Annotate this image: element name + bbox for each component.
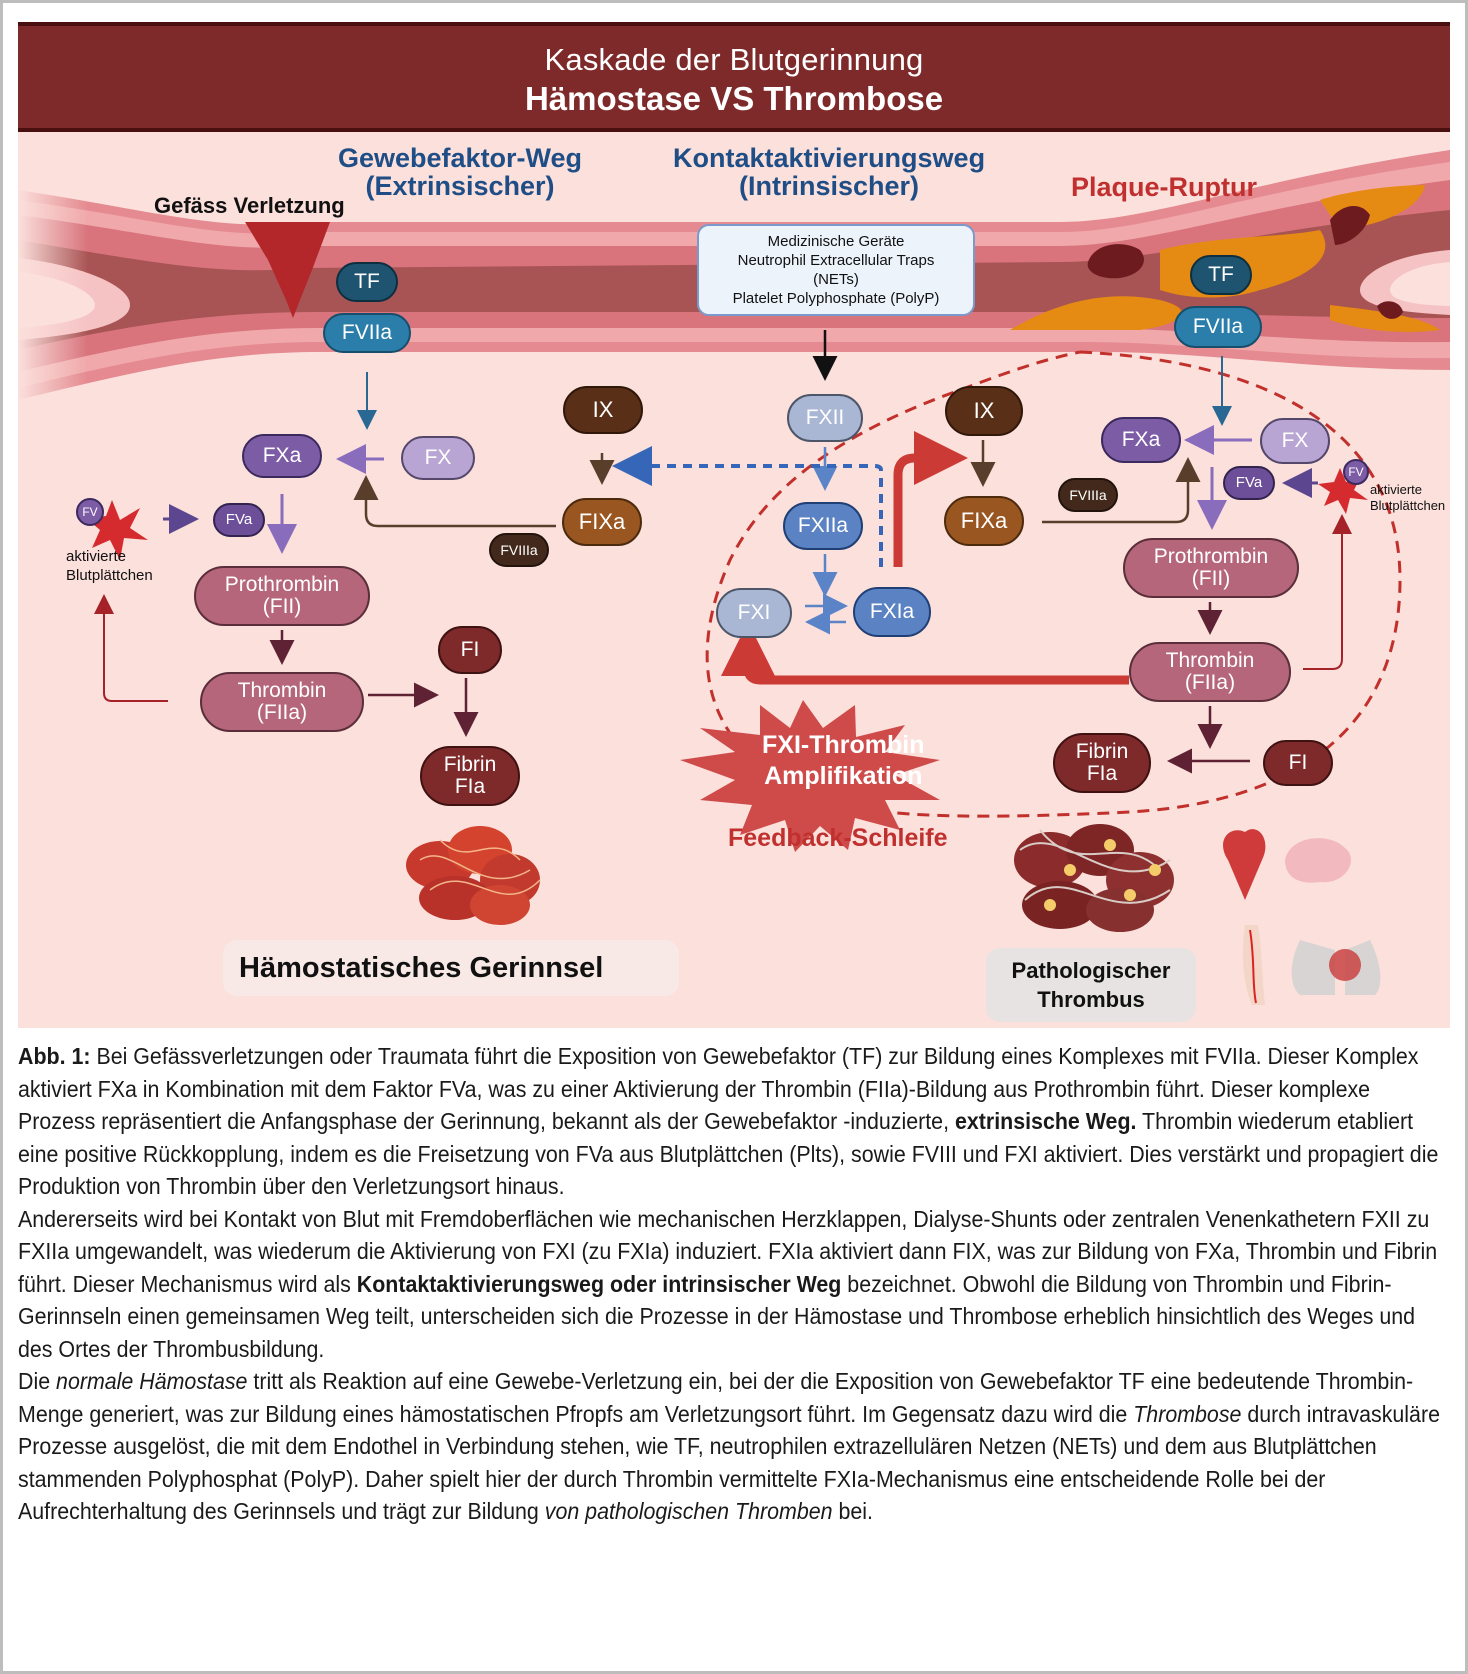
node-thrombin-right: Thrombin (FIIa) <box>1129 642 1291 702</box>
prothrombin-right-code: (FII) <box>1191 567 1231 590</box>
caption-p2-text-b: bezeichnet. Obwohl die Bildung von Throm… <box>18 1270 1416 1362</box>
intrinsic-pathway-heading: Kontaktaktivierungsweg (Intrinsischer) <box>673 144 985 201</box>
node-fibrin-left: Fibrin FIa <box>420 746 520 806</box>
figure-title: Kaskade der Blutgerinnung <box>544 42 924 77</box>
fibrin-right-code: FIa <box>1086 762 1118 785</box>
prothrombin-left-name: Prothrombin <box>224 572 340 596</box>
title-bar: Kaskade der Blutgerinnung Hämostase VS T… <box>18 22 1450 132</box>
node-tf-right: TF <box>1190 255 1252 295</box>
organ-illustrations <box>1223 829 1381 1005</box>
intrinsic-subtitle: (Intrinsischer) <box>739 171 920 202</box>
stimulus-polyp: Platelet Polyphosphate (PolyP) <box>732 290 940 307</box>
caption-p1-bold: extrinsische Weg. <box>954 1108 1137 1134</box>
stimulus-nets: Neutrophil Extracellular Traps <box>737 252 935 269</box>
amplification-starburst <box>680 700 940 852</box>
platelet-label-right: aktivierte Blutplättchen <box>1370 482 1445 514</box>
fibrin-left-code: FIa <box>454 775 486 798</box>
node-ix-left: IX <box>563 386 643 434</box>
caption-p1-text-b: Thrombin wiederum etabliert eine positiv… <box>18 1108 1439 1199</box>
thrombin-left-code: (FIIa) <box>256 701 308 724</box>
node-fv-right: FV <box>1343 459 1369 485</box>
node-prothrombin-right: Prothrombin (FII) <box>1123 538 1299 598</box>
fibrin-left-name: Fibrin <box>443 752 497 776</box>
platelet-label-left-line2: Blutplättchen <box>66 567 153 584</box>
caption-label: Abb. 1: <box>18 1043 91 1069</box>
hemostatic-clot-icon <box>406 826 541 925</box>
amplification-label-line2: Amplifikation <box>764 762 923 790</box>
node-fxa-right: FXa <box>1101 417 1181 463</box>
caption-paragraph-2: Andererseits wird bei Kontakt von Blut m… <box>18 1203 1450 1366</box>
heart-icon <box>1223 829 1266 900</box>
node-fxia: FXIa <box>853 587 931 637</box>
lungs-icon <box>1291 940 1381 995</box>
contact-activators-box: Medizinische Geräte Neutrophil Extracell… <box>697 224 975 316</box>
node-fv-left: FV <box>76 498 104 526</box>
plaque-rupture-label: Plaque-Ruptur <box>1071 172 1257 202</box>
node-fibrin-right: Fibrin FIa <box>1053 733 1151 793</box>
caption-p3-italic-c: von pathologischen Thromben <box>544 1498 833 1524</box>
thrombin-right-code: (FIIa) <box>1184 671 1236 694</box>
stimulus-medical-devices: Medizinische Geräte <box>767 233 905 250</box>
feedback-loop-label: Feedback-Schleife <box>728 824 948 852</box>
thrombin-left-name: Thrombin <box>237 678 327 702</box>
caption-p2-text-a: Andererseits wird bei Kontakt von Blut m… <box>18 1205 1438 1297</box>
fibrin-right-name: Fibrin <box>1075 739 1129 763</box>
caption-p3-text-c: durch intravaskuläre Prozesse ausgelöst,… <box>18 1400 1440 1525</box>
pathological-thrombus-label-line1: Pathologischer <box>1011 958 1171 983</box>
amplification-label: FXI-Thrombin Amplifikation <box>762 730 924 792</box>
pathological-thrombus-label: Pathologischer Thrombus <box>986 948 1196 1022</box>
node-fx-left: FX <box>401 436 475 480</box>
caption-p3-italic-b: Thrombose <box>1133 1400 1242 1427</box>
node-fva-left: FVa <box>213 503 265 537</box>
node-ix-intrinsic: IX <box>945 386 1023 436</box>
caption-p3-text-a: Die <box>18 1368 57 1394</box>
vessel-injury-icon <box>245 222 330 318</box>
thrombin-right-name: Thrombin <box>1165 648 1255 672</box>
node-prothrombin-left: Prothrombin (FII) <box>194 566 370 626</box>
platelet-label-right-line1: aktivierte <box>1370 482 1423 497</box>
platelet-label-left-line1: aktivierte <box>66 548 127 565</box>
stimulus-nets-abbr: (NETs) <box>813 271 859 288</box>
node-fva-right: FVa <box>1223 466 1275 500</box>
node-fi-right: FI <box>1263 740 1333 786</box>
caption-paragraph-3: Die normale Hämostase tritt als Reaktion… <box>18 1365 1450 1528</box>
figure-subtitle: Hämostase VS Thrombose <box>524 80 944 117</box>
pathological-thrombus-label-line2: Thrombus <box>1037 987 1145 1012</box>
intrinsic-title: Kontaktaktivierungsweg <box>673 143 986 173</box>
caption-paragraph-1: Abb. 1: Bei Gefässverletzungen oder Trau… <box>18 1040 1450 1203</box>
caption-p2-bold: Kontaktaktivierungsweg oder intrinsische… <box>356 1270 842 1297</box>
figure-caption: Abb. 1: Bei Gefässverletzungen oder Trau… <box>18 1040 1450 1528</box>
caption-p1-text-a: Bei Gefässverletzungen oder Traumata füh… <box>18 1043 1419 1134</box>
vessel-injury-label: Gefäss Verletzung <box>154 193 345 218</box>
platelet-label-left: aktivierte Blutplättchen <box>66 547 153 585</box>
node-tf-left: TF <box>336 262 398 302</box>
node-fxa-left: FXa <box>242 434 322 478</box>
prothrombin-left-code: (FII) <box>262 595 302 618</box>
caption-p3-text-d: bei. <box>832 1498 873 1524</box>
node-fi-left: FI <box>438 626 502 674</box>
extrinsic-pathway-heading: Gewebefaktor-Weg (Extrinsischer) <box>338 144 582 201</box>
platelet-icon-left <box>86 500 148 560</box>
node-fviiia-right: FVIIIa <box>1058 478 1118 512</box>
hemostatic-clot-label: Hämostatisches Gerinnsel <box>223 940 679 996</box>
node-fxi: FXI <box>716 588 792 638</box>
node-fixa-intrinsic: FIXa <box>944 496 1024 546</box>
prothrombin-right-name: Prothrombin <box>1153 544 1269 568</box>
node-fviiia-left: FVIIIa <box>489 533 549 567</box>
node-fx-right: FX <box>1260 418 1330 464</box>
node-fviia-right: FVIIa <box>1174 306 1262 348</box>
amplification-label-line1: FXI-Thrombin <box>762 731 925 759</box>
extrinsic-subtitle: (Extrinsischer) <box>365 171 555 202</box>
platelet-label-right-line2: Blutplättchen <box>1370 498 1446 513</box>
node-thrombin-left: Thrombin (FIIa) <box>200 672 364 732</box>
caption-p3-italic-a: normale Hämostase <box>56 1368 248 1394</box>
extrinsic-title: Gewebefaktor-Weg <box>338 143 583 173</box>
node-fviia-left: FVIIa <box>323 313 411 353</box>
node-fixa-left: FIXa <box>562 498 642 546</box>
brain-icon <box>1285 838 1351 883</box>
caption-p3-text-b: tritt als Reaktion auf eine Gewebe-Verle… <box>18 1368 1414 1427</box>
pathological-thrombus-icon <box>1014 824 1174 932</box>
node-fxiia: FXIIa <box>783 502 863 550</box>
node-fxii: FXII <box>787 394 863 442</box>
